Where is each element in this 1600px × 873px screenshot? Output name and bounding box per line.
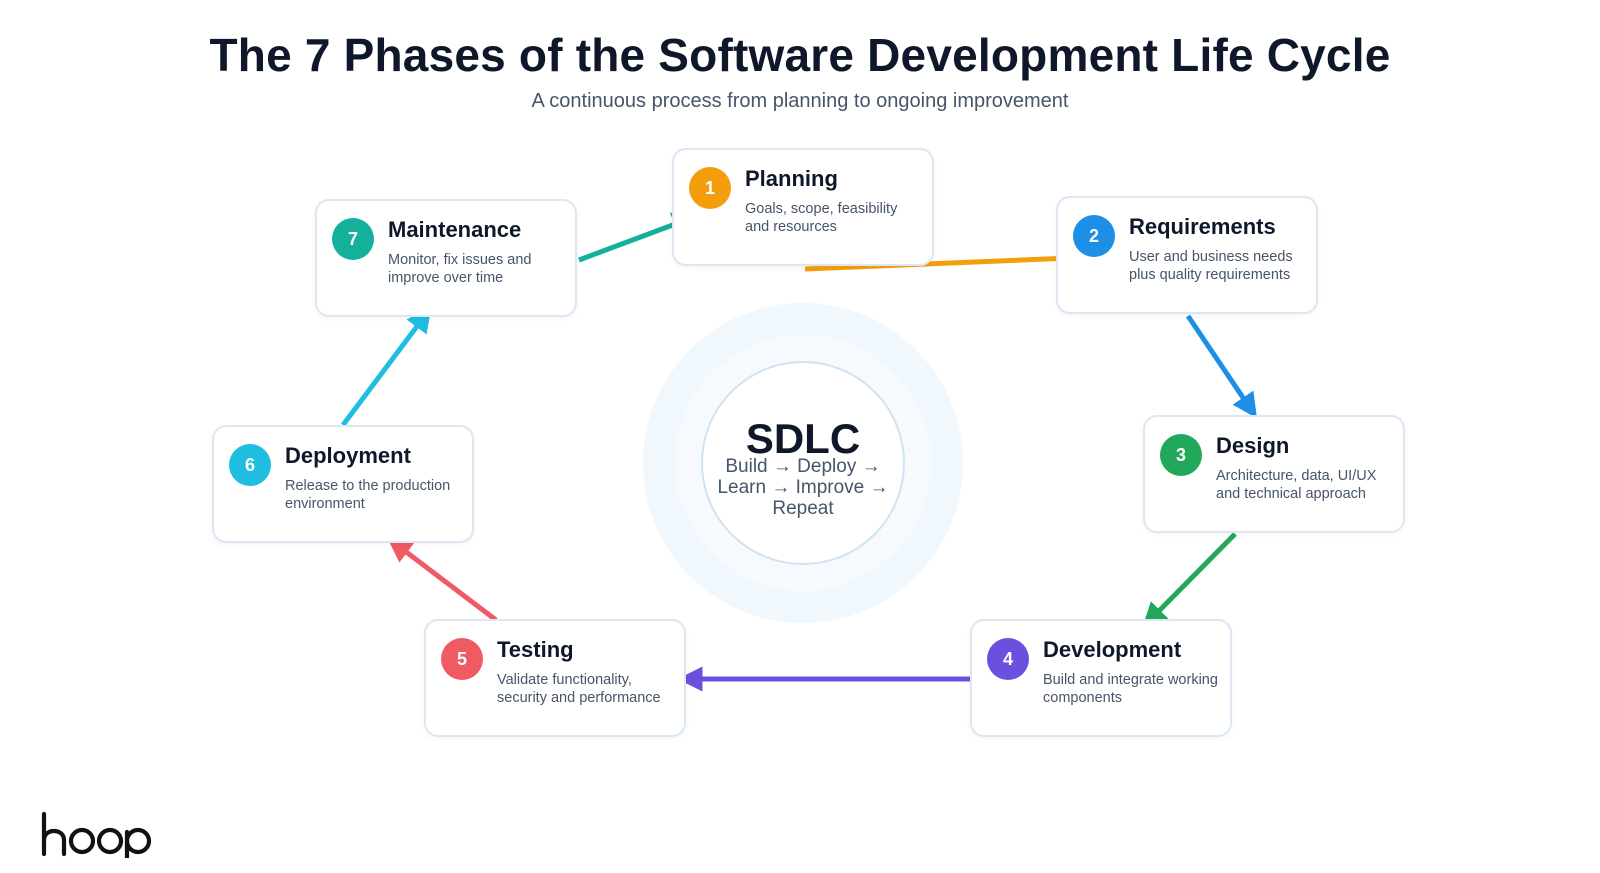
phase-card-development: 4 Development Build and integrate workin…	[970, 619, 1232, 737]
phase-title: Design	[1216, 433, 1290, 458]
hoop-logo	[41, 811, 152, 858]
phase-title: Development	[1043, 637, 1182, 662]
hub-subtitle: Build → Deploy → Learn → Improve → Repea…	[717, 456, 889, 519]
phase-description: Monitor, fix issues and improve over tim…	[388, 252, 532, 286]
arrow-requirements-to-design	[1185, 314, 1257, 419]
arrow-design-to-development	[1142, 532, 1237, 628]
phase-title: Maintenance	[388, 217, 522, 242]
hub-inner-circle	[701, 361, 905, 565]
phase-number-badge: 6	[229, 444, 271, 486]
phase-title: Planning	[745, 166, 838, 191]
phase-number-badge: 4	[987, 638, 1029, 680]
phase-description: Architecture, data, UI/UX and technical …	[1216, 468, 1377, 502]
phase-card-requirements: 2 Requirements User and business needs p…	[1056, 196, 1318, 314]
arrow-testing-to-deployment	[387, 537, 498, 622]
phase-number-badge: 2	[1073, 215, 1115, 257]
phase-title: Deployment	[285, 443, 411, 468]
phase-description: Build and integrate working components	[1043, 672, 1218, 706]
arrow-maintenance-to-planning	[578, 212, 698, 263]
hub-title: SDLC	[745, 415, 861, 462]
phase-card-testing: 5 Testing Validate functionality, securi…	[424, 619, 686, 737]
phase-number-badge: 1	[689, 167, 731, 209]
arrow-deployment-to-maintenance	[341, 307, 432, 427]
phase-card-maintenance: 7 Maintenance Monitor, fix issues and im…	[315, 199, 577, 317]
phase-card-design: 3 Design Architecture, data, UI/UX and t…	[1143, 415, 1405, 533]
phase-number-badge: 7	[332, 218, 374, 260]
page-title: The 7 Phases of the Software Development…	[209, 29, 1391, 81]
phase-number-badge: 5	[441, 638, 483, 680]
phase-description: Release to the production environment	[285, 478, 451, 512]
phase-description: User and business needs plus quality req…	[1129, 249, 1293, 283]
phase-description: Goals, scope, feasibility and resources	[745, 201, 898, 235]
arrow-planning-to-requirements	[804, 245, 1107, 272]
phase-description: Validate functionality, security and per…	[497, 672, 661, 706]
phase-title: Testing	[497, 637, 574, 662]
phase-card-planning: 1 Planning Goals, scope, feasibility and…	[672, 148, 934, 266]
page-subtitle: A continuous process from planning to on…	[531, 90, 1069, 112]
phase-number-badge: 3	[1160, 434, 1202, 476]
phase-card-deployment: 6 Deployment Release to the production e…	[212, 425, 474, 543]
phase-title: Requirements	[1129, 214, 1276, 239]
